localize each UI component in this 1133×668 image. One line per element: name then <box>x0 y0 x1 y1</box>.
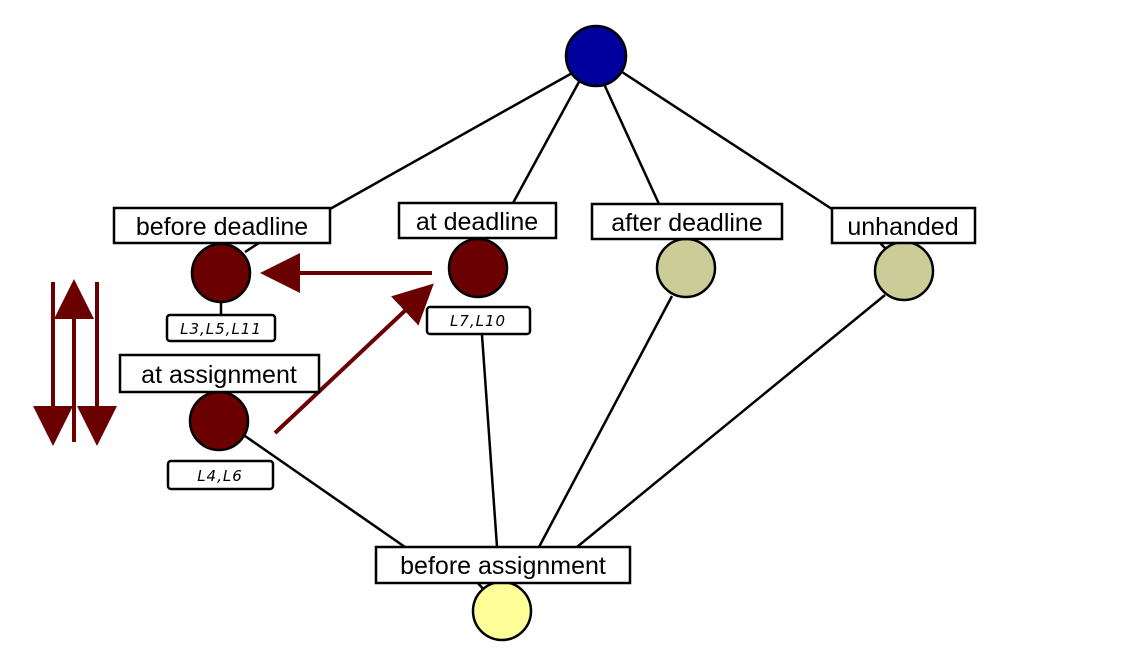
node-top <box>564 24 628 88</box>
objects-mid-dark: L3,L5,L11 <box>165 313 277 343</box>
svg-text:L7,L10: L7,L10 <box>450 312 506 330</box>
edge-top-unhanded <box>621 70 839 215</box>
svg-text:before deadline: before deadline <box>136 213 308 241</box>
svg-text:L4,L6: L4,L6 <box>197 467 243 485</box>
label-at-deadline: at deadline <box>397 201 558 240</box>
label-unhanded: unhanded <box>830 206 977 245</box>
edge-top-before-deadline <box>329 70 575 211</box>
edge-top-at-deadline <box>511 79 582 204</box>
edge-unhanded-to-bottom <box>576 294 886 548</box>
svg-text:at assignment: at assignment <box>141 361 297 389</box>
objects-at-assignment: L4,L6 <box>166 459 275 491</box>
edge-top-after-deadline <box>602 83 661 205</box>
label-after-deadline: after deadline <box>590 202 784 241</box>
edge-at-deadline-to-bottom <box>480 334 499 548</box>
lattice-edges <box>219 70 894 594</box>
objects-at-deadline: L7,L10 <box>425 305 532 336</box>
red-arrows <box>33 253 434 446</box>
label-at-assignment: at assignment <box>118 353 321 394</box>
edge-after-deadline-to-bottom <box>537 295 674 548</box>
node-after-deadline <box>655 237 717 299</box>
label-before-deadline: before deadline <box>112 206 332 245</box>
label-before-assignment: before assignment <box>374 545 632 585</box>
svg-text:at deadline: at deadline <box>416 208 538 236</box>
node-at-deadline <box>447 237 509 299</box>
svg-text:L3,L5,L11: L3,L5,L11 <box>180 320 262 338</box>
arrow-at-assignment-to-at-deadline <box>273 283 434 435</box>
node-before-assignment <box>471 580 533 642</box>
node-before-deadline <box>190 242 252 304</box>
svg-text:unhanded: unhanded <box>847 213 958 241</box>
node-at-assignment <box>188 390 250 452</box>
edge-at-assignment-to-bottom <box>244 434 406 549</box>
svg-text:before assignment: before assignment <box>400 552 606 580</box>
svg-text:after deadline: after deadline <box>611 209 763 237</box>
node-unhanded <box>873 240 935 302</box>
